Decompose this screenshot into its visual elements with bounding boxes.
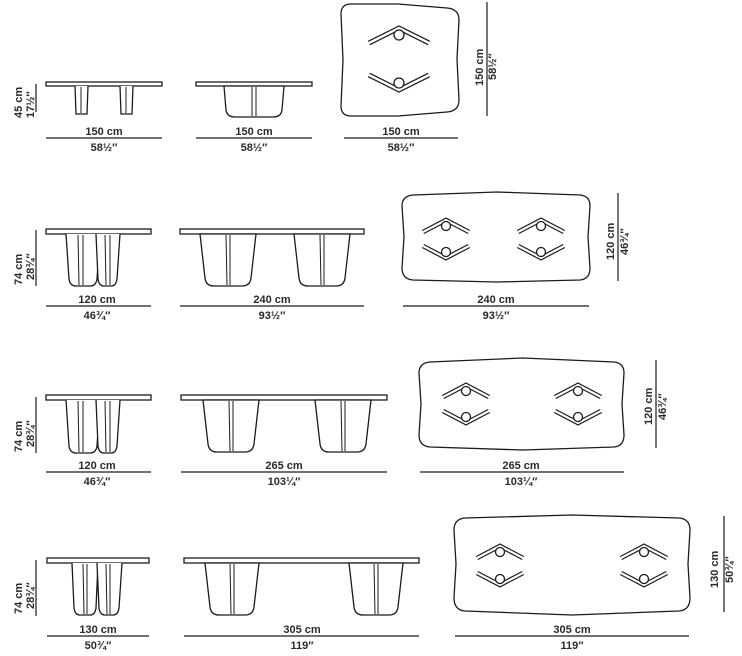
front-width-in-label: 93½″ <box>259 310 286 322</box>
top-width-cm-label: 240 cm <box>477 294 515 306</box>
top-depth-cm-label: 150 cm <box>474 48 486 86</box>
top-depth-cm-label: 120 cm <box>605 222 617 260</box>
height-cm-label: 74 cm <box>13 254 25 285</box>
side-width-in-label: 58½″ <box>91 142 118 154</box>
side-width-cm-label: 130 cm <box>79 624 117 636</box>
row-1: 45 cm 17½″ 150 cm 58½″ 150 cm 58½″ <box>13 2 499 154</box>
top-depth-in-label: 46¾″ <box>657 393 669 420</box>
front-view <box>195 81 313 139</box>
top-width-in-label: 58½″ <box>388 142 415 154</box>
top-view <box>453 514 725 637</box>
front-view <box>183 557 420 637</box>
side-view <box>45 228 152 307</box>
front-width-in-label: 119″ <box>290 640 314 652</box>
front-view <box>180 394 388 473</box>
height-cm-label: 74 cm <box>13 583 25 614</box>
top-depth-in-label: 50¾″ <box>724 556 736 583</box>
top-depth-in-label: 58½″ <box>487 53 499 80</box>
side-view <box>45 81 163 139</box>
top-width-cm-label: 150 cm <box>382 126 420 138</box>
top-view <box>340 2 488 139</box>
side-width-in-label: 46¾″ <box>84 310 111 322</box>
front-width-cm-label: 265 cm <box>265 460 303 472</box>
height-in-label: 28¾″ <box>25 582 37 609</box>
row-4: 74 cm 28¾″ 130 cm 50¾″ 305 cm 119″ <box>13 514 736 652</box>
front-width-cm-label: 240 cm <box>253 294 291 306</box>
top-width-in-label: 103¼″ <box>505 476 539 488</box>
side-width-in-label: 50¾″ <box>85 640 112 652</box>
row-3: 74 cm 28¾″ 120 cm 46¾″ 265 cm 103¼″ <box>13 357 669 488</box>
front-view <box>179 228 365 307</box>
side-width-cm-label: 120 cm <box>78 294 116 306</box>
side-width-cm-label: 120 cm <box>78 460 116 472</box>
height-in-label: 28¾″ <box>25 253 37 280</box>
front-width-in-label: 58½″ <box>241 142 268 154</box>
top-width-cm-label: 305 cm <box>553 624 591 636</box>
row-2: 74 cm 28¾″ 120 cm 46¾″ 240 cm 93½″ <box>13 191 631 322</box>
top-view <box>418 357 657 473</box>
top-width-in-label: 119″ <box>560 640 584 652</box>
side-width-cm-label: 150 cm <box>85 126 123 138</box>
height-in-label: 28¾″ <box>25 420 37 447</box>
top-depth-in-label: 46¾″ <box>619 228 631 255</box>
top-width-in-label: 93½″ <box>483 310 510 322</box>
top-view <box>401 191 619 307</box>
height-in-label: 17½″ <box>25 91 37 118</box>
side-view <box>45 394 152 473</box>
front-width-cm-label: 305 cm <box>283 624 321 636</box>
front-width-cm-label: 150 cm <box>235 126 273 138</box>
top-depth-cm-label: 130 cm <box>709 550 721 588</box>
height-cm-label: 74 cm <box>13 421 25 452</box>
height-cm-label: 45 cm <box>13 87 25 118</box>
top-depth-cm-label: 120 cm <box>643 387 655 425</box>
side-view <box>46 557 150 637</box>
side-width-in-label: 46¾″ <box>84 476 111 488</box>
front-width-in-label: 103¼″ <box>268 476 302 488</box>
top-width-cm-label: 265 cm <box>502 460 540 472</box>
